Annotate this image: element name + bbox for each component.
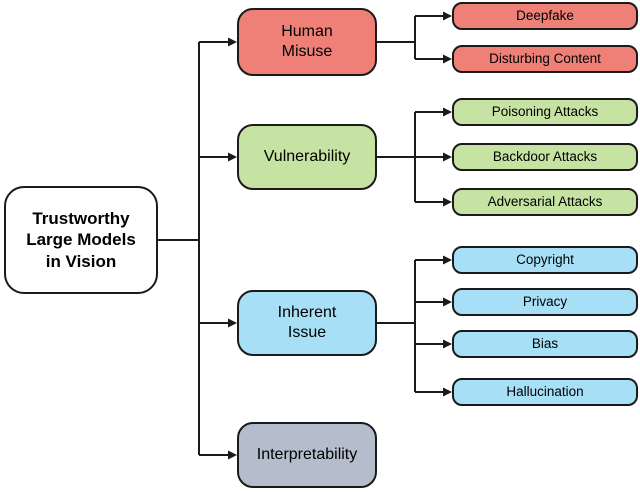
node-human-misuse: Human Misuse [237, 8, 377, 76]
category-label-vulnerability: Vulnerability [263, 148, 351, 165]
leaf-label-copyright: Copyright [516, 251, 574, 267]
category-label-interpretability: Interpretability [256, 446, 358, 463]
node-trustworthy-large-models-in-vision: Trustworthy Large Models in Vision [4, 186, 158, 294]
leaf-label-disturbing-content: Disturbing Content [489, 50, 601, 66]
leaf-label-privacy: Privacy [522, 293, 568, 309]
node-copyright: Copyright [452, 246, 638, 274]
root-node-label: Trustworthy Large Models in Vision [26, 209, 136, 271]
leaf-label-deepfake: Deepfake [516, 7, 574, 23]
node-inherent-issue: Inherent Issue [237, 290, 377, 356]
node-vulnerability: Vulnerability [237, 124, 377, 190]
leaf-label-bias: Bias [531, 335, 559, 351]
node-adversarial-attacks: Adversarial Attacks [452, 188, 638, 216]
node-hallucination: Hallucination [452, 378, 638, 406]
leaf-label-poisoning-attacks: Poisoning Attacks [491, 103, 599, 119]
leaf-label-hallucination: Hallucination [506, 383, 584, 399]
category-label-inherent-issue: Inherent Issue [277, 304, 337, 341]
node-interpretability: Interpretability [237, 422, 377, 488]
node-poisoning-attacks: Poisoning Attacks [452, 98, 638, 126]
node-disturbing-content: Disturbing Content [452, 45, 638, 73]
node-bias: Bias [452, 330, 638, 358]
node-privacy: Privacy [452, 288, 638, 316]
node-backdoor-attacks: Backdoor Attacks [452, 143, 638, 171]
category-label-human-misuse: Human Misuse [281, 23, 333, 60]
node-deepfake: Deepfake [452, 2, 638, 30]
leaf-label-adversarial-attacks: Adversarial Attacks [487, 193, 603, 209]
leaf-label-backdoor-attacks: Backdoor Attacks [492, 148, 598, 164]
